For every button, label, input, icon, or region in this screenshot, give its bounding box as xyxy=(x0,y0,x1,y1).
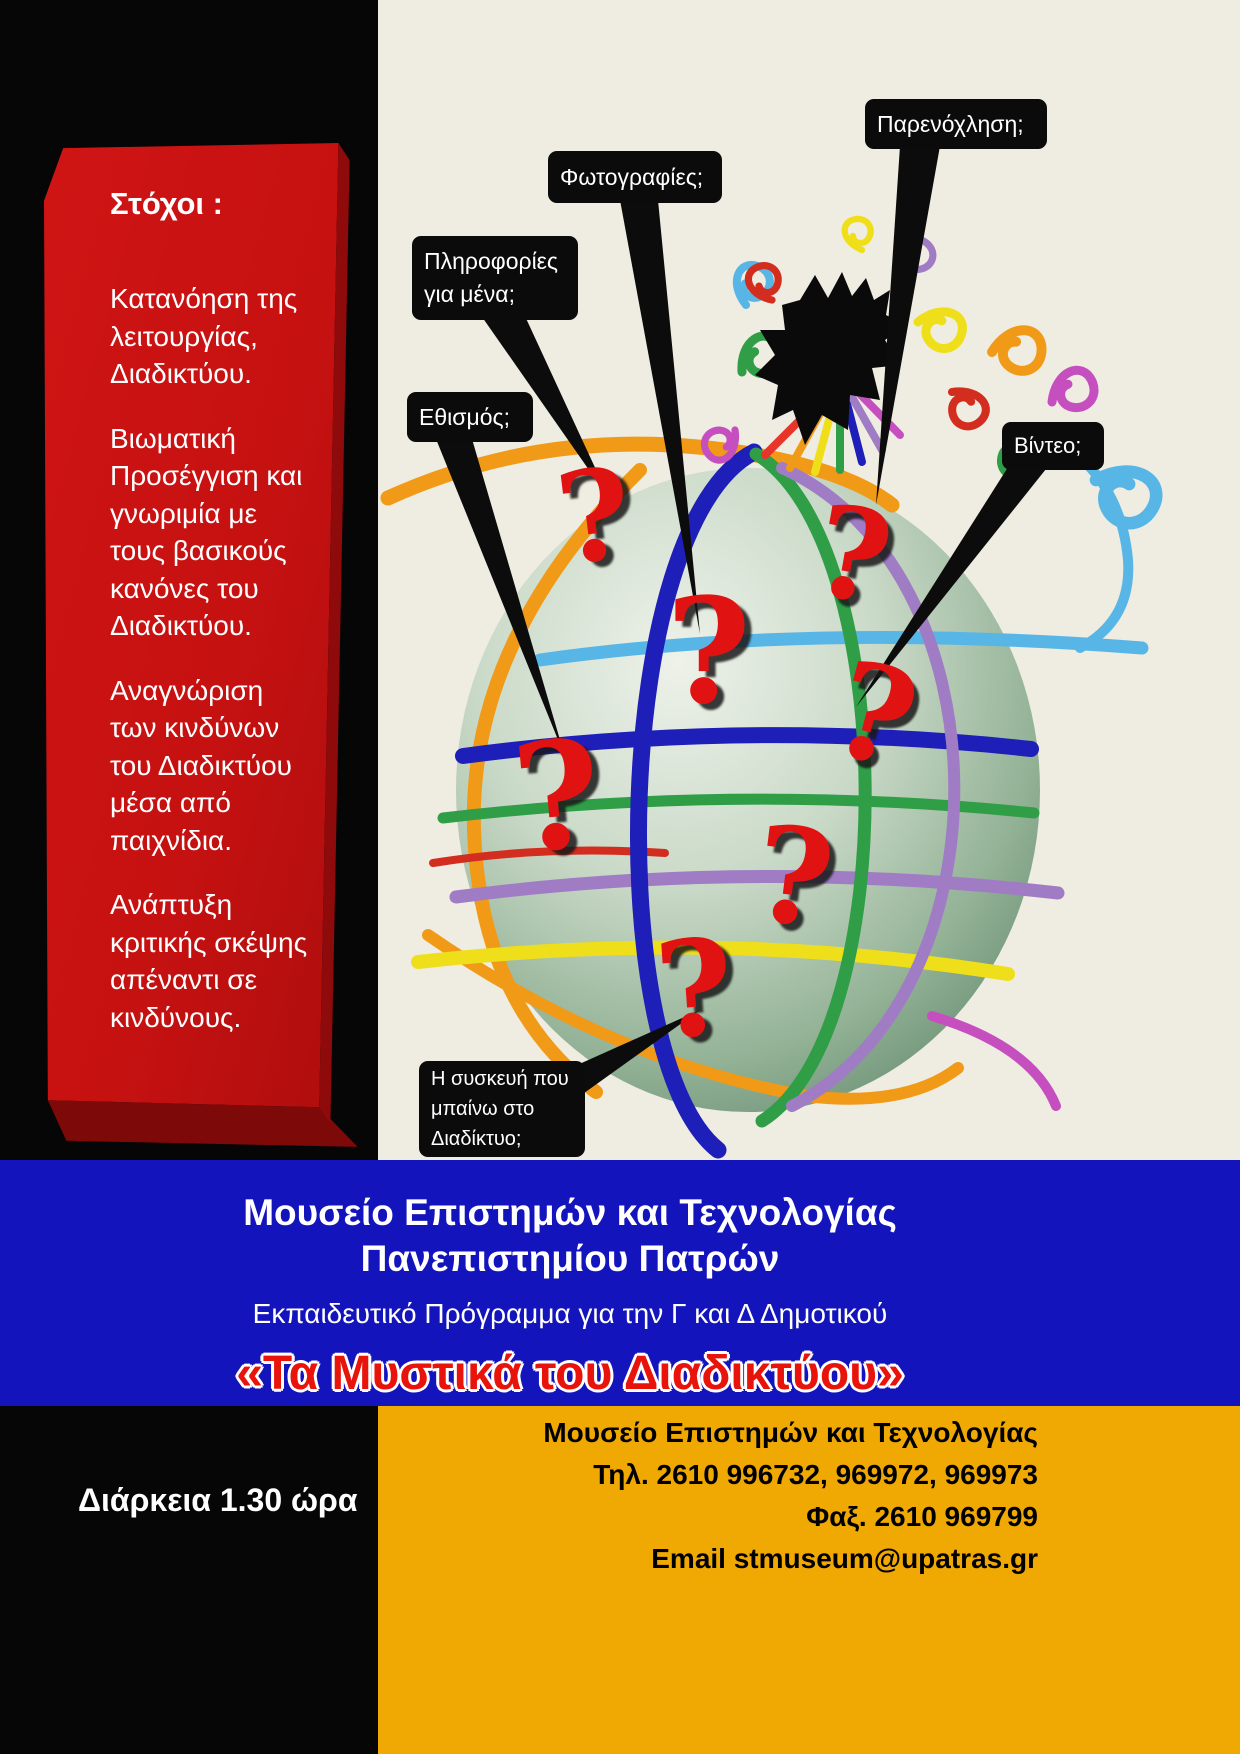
goals-panel-face xyxy=(44,143,339,1108)
footer-gold-panel xyxy=(378,1406,1240,1754)
banner-content: Μουσείο Επιστημών και Τεχνολογίας Πανεπι… xyxy=(0,1160,1140,1401)
museum-name-line1: Μουσείο Επιστημών και Τεχνολογίας xyxy=(243,1192,897,1233)
callout-video-label: Βίντεο; xyxy=(1014,433,1082,458)
callout-tails xyxy=(436,146,1050,1106)
goals-text: Στόχοι : Κατανόηση της λειτουργίας, Διαδ… xyxy=(110,186,315,1063)
contact-name: Μουσείο Επιστημών και Τεχνολογίας xyxy=(543,1417,1038,1448)
callout-info-label: Πληροφορίες για μένα; xyxy=(424,247,559,307)
question-mark: ? xyxy=(666,567,751,737)
footer-black-panel xyxy=(0,1406,378,1754)
goal-item: Βιωματική Προσέγγιση και γνωριμία με του… xyxy=(110,422,303,642)
question-mark: ? xyxy=(506,705,609,887)
banner-band xyxy=(0,1160,1240,1406)
goals-title: Στόχοι : xyxy=(110,186,223,221)
program-line: Εκπαιδευτικό Πρόγραμμα για την Γ και Δ Δ… xyxy=(252,1298,888,1329)
callout-device-label: Η συσκευή που μπαίνω στο Διαδίκτυο; xyxy=(431,1068,569,1150)
callout-video: Βίντεο; xyxy=(1002,422,1104,470)
question-mark: ? xyxy=(650,909,739,1070)
museum-name-line2: Πανεπιστημίου Πατρών xyxy=(360,1238,780,1279)
callout-harassment: Παρενόχληση; xyxy=(865,99,1047,149)
callout-harassment-label: Παρενόχληση; xyxy=(877,110,1024,137)
goals-panel: Στόχοι : Κατανόηση της λειτουργίας, Διαδ… xyxy=(44,140,364,1155)
callout-addiction-label: Εθισμός; xyxy=(419,403,510,430)
callout-info: Πληροφορίες για μένα; xyxy=(412,236,578,320)
callout-photos: Φωτογραφίες; xyxy=(548,151,722,203)
question-mark: ? xyxy=(745,795,842,960)
globe-illustration xyxy=(380,146,1240,1159)
creature-icon xyxy=(699,219,1166,533)
callout-addiction: Εθισμός; xyxy=(407,392,533,442)
globe-ribbons xyxy=(380,425,1149,1159)
poster-title: «Τα Μυστικά του Διαδικτύου» xyxy=(236,1347,904,1400)
goal-item: Αναγνώριση των κινδύνων του Διαδικτύου μ… xyxy=(110,674,292,856)
goal-item: Ανάπτυξη κριτικής σκέψης απέναντι σε κιν… xyxy=(110,889,308,1033)
contact-fax: Φαξ. 2610 969799 xyxy=(806,1501,1038,1532)
duration-label: Διάρκεια 1.30 ώρα xyxy=(78,1482,358,1518)
contact-block: Μουσείο Επιστημών και Τεχνολογίας Τηλ. 2… xyxy=(378,1412,1038,1580)
callout-device: Η συσκευή που μπαίνω στο Διαδίκτυο; xyxy=(419,1061,585,1157)
contact-email: Email stmuseum@upatras.gr xyxy=(651,1543,1038,1574)
callout-photos-label: Φωτογραφίες; xyxy=(560,163,704,190)
goals-panel-edge-bottom xyxy=(47,1100,358,1147)
contact-phone: Τηλ. 2610 996732, 969972, 969973 xyxy=(593,1459,1038,1490)
question-mark: ? xyxy=(549,440,640,594)
goal-item: Κατανόηση της λειτουργίας, Διαδικτύου. xyxy=(110,283,298,390)
